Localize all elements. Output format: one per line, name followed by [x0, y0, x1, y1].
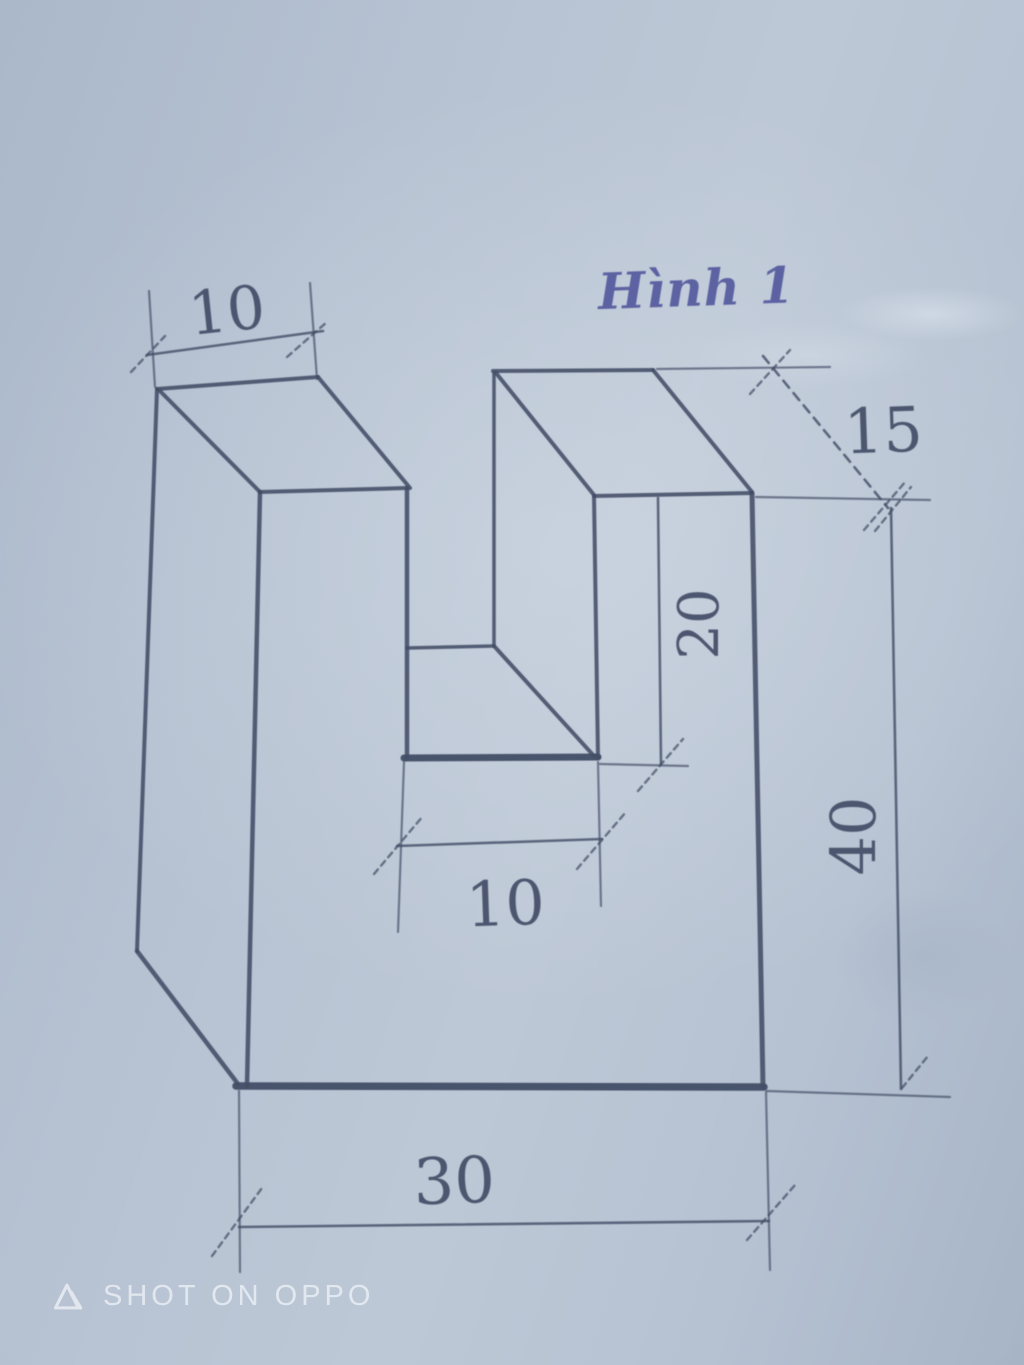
dimension-line	[145, 329, 325, 357]
extension-line	[596, 760, 603, 908]
dimension-tick	[129, 334, 167, 374]
notch-floor-back-edge	[405, 644, 496, 650]
dimension-line	[237, 1219, 771, 1229]
dimension-notch-depth: 20	[598, 496, 732, 793]
notch-inner-depth-edge	[494, 371, 596, 497]
watermark-text: SHOT ON OPPO	[103, 1280, 375, 1312]
dimension-line	[889, 506, 903, 1091]
extension-line	[237, 1089, 242, 1274]
front-top-edge-left-arm	[258, 486, 409, 494]
front-left-edge	[244, 489, 263, 1089]
object-outline	[134, 368, 768, 1091]
notch-right-front-edge	[592, 494, 600, 760]
back-top-edge-right-arm	[491, 368, 655, 373]
dim-label-overall-width: 30	[412, 1144, 496, 1221]
bottom-front-edge	[232, 1082, 768, 1091]
dimension-tick	[873, 485, 913, 533]
front-right-edge	[749, 490, 766, 1090]
dimension-tick	[575, 810, 628, 871]
dimension-tick	[372, 814, 425, 876]
dimension-line	[656, 496, 663, 766]
dimension-tick	[900, 1054, 930, 1090]
dimension-overall-height: 40	[765, 485, 952, 1099]
dimension-tick	[748, 348, 792, 396]
dimension-tick	[745, 1183, 797, 1242]
dim-label-notch-width: 10	[465, 866, 546, 942]
extension-line	[765, 1089, 952, 1099]
extension-line	[764, 1090, 772, 1272]
notch-floor-right-edge	[492, 644, 596, 758]
extension-line	[147, 289, 157, 389]
back-top-edge-left-arm	[155, 375, 320, 391]
dimension-notch-width: 10	[372, 760, 628, 942]
dim-label-overall-height: 40	[817, 797, 890, 876]
dimension-tick	[285, 320, 329, 359]
left-arm-inner-depth-edge	[316, 375, 412, 490]
bottom-left-depth-edge	[134, 948, 241, 1087]
dimension-line	[761, 354, 890, 510]
dimension-depth: 15	[655, 348, 932, 532]
notch-floor-front-edge	[400, 753, 602, 762]
dimension-overall-width: 30	[210, 1089, 797, 1274]
watermark: SHOT ON OPPO	[50, 1280, 374, 1313]
back-left-edge	[135, 387, 159, 953]
dim-label-arm-top-width: 10	[185, 272, 268, 350]
dimension-tick	[210, 1186, 264, 1258]
front-top-edge-right-arm	[592, 491, 754, 498]
figure-title: Hình 1	[595, 255, 796, 321]
oppo-logo-icon	[54, 1283, 83, 1310]
dimension-tick	[636, 737, 685, 793]
dimension-arm-top-width: 10	[129, 272, 329, 389]
extension-line	[655, 365, 832, 371]
dim-label-notch-depth: 20	[667, 588, 732, 659]
dimension-tick	[862, 479, 908, 532]
right-arm-outer-depth-edge	[651, 368, 754, 494]
dim-label-depth: 15	[843, 393, 924, 469]
top-left-depth-edge	[158, 389, 262, 494]
extension-line	[598, 762, 690, 768]
dimension-line	[395, 837, 604, 848]
extension-line	[754, 495, 932, 502]
